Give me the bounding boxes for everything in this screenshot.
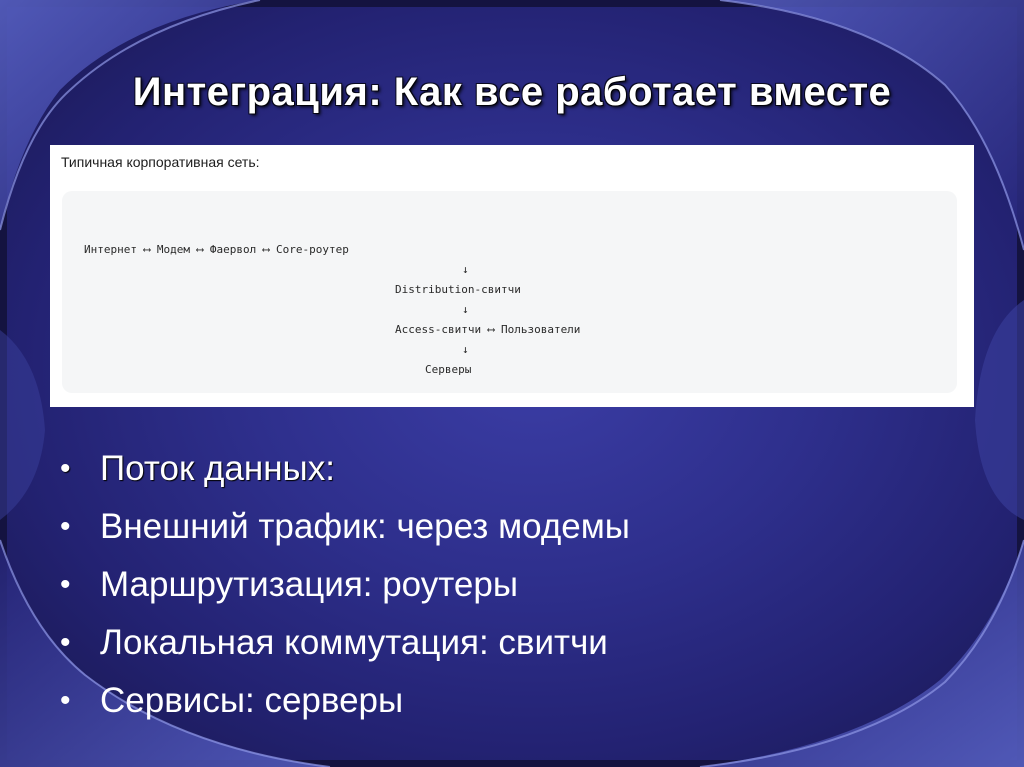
slide-title: Интеграция: Как все работает вместе bbox=[132, 70, 892, 114]
diagram-line-access: Access-свитчи ⟷ Пользователи bbox=[395, 323, 581, 336]
bullet-text: Поток данных: bbox=[100, 449, 335, 488]
bullet-list: • Поток данных: • Внешний трафик: через мо… bbox=[60, 440, 630, 730]
bullet-marker: • bbox=[60, 510, 71, 543]
bullet-item: • Локальная коммутация: свитчи bbox=[60, 614, 630, 672]
bullet-text: Внешний трафик: через модемы bbox=[100, 507, 630, 546]
diagram-line-distribution: Distribution-свитчи bbox=[395, 283, 521, 296]
network-diagram-image: Типичная корпоративная сеть: Интернет ⟷ … bbox=[50, 145, 974, 407]
bullet-marker: • bbox=[60, 568, 71, 601]
diagram-code-block: Интернет ⟷ Модем ⟷ Фаервол ⟷ Core-роутер… bbox=[62, 191, 957, 393]
bullet-item: • Маршрутизация: роутеры bbox=[60, 556, 630, 614]
bullet-marker: • bbox=[60, 684, 71, 717]
bullet-text: Маршрутизация: роутеры bbox=[100, 565, 518, 604]
bullet-item: • Сервисы: серверы bbox=[60, 672, 630, 730]
bullet-text: Сервисы: серверы bbox=[100, 681, 404, 720]
diagram-heading: Типичная корпоративная сеть: bbox=[61, 154, 260, 170]
bullet-text: Локальная коммутация: свитчи bbox=[100, 623, 608, 662]
diagram-line-chain: Интернет ⟷ Модем ⟷ Фаервол ⟷ Core-роутер bbox=[84, 243, 349, 256]
bullet-item: • Поток данных: bbox=[60, 440, 630, 498]
bullet-marker: • bbox=[60, 452, 71, 485]
diagram-line-servers: Серверы bbox=[425, 363, 472, 376]
bullet-item: • Внешний трафик: через модемы bbox=[60, 498, 630, 556]
diagram-arrow-down: ↓ bbox=[462, 303, 469, 316]
diagram-arrow-down: ↓ bbox=[462, 343, 469, 356]
diagram-arrow-down: ↓ bbox=[462, 263, 469, 276]
bullet-marker: • bbox=[60, 626, 71, 659]
